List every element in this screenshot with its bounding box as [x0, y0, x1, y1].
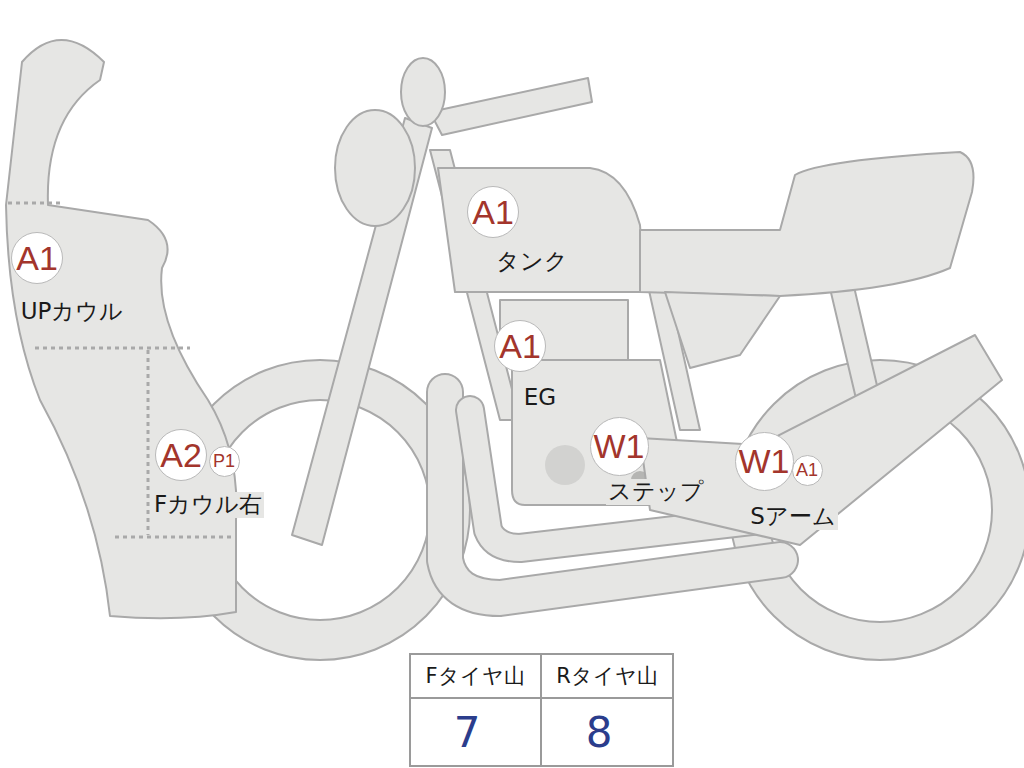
tread-table: [410, 654, 673, 766]
damage-code: A1: [499, 329, 541, 363]
damage-code-circle: W1: [735, 432, 794, 491]
damage-code-circle: A1: [11, 232, 63, 284]
damage-code: W1: [739, 444, 790, 478]
damage-code-circle: A1: [494, 320, 546, 372]
part-name: EG: [522, 385, 558, 410]
part-name: UPカウル: [19, 299, 126, 324]
damage-code-circle: A2: [155, 429, 207, 481]
damage-code-circle: A1: [467, 186, 519, 238]
table-header: Rタイヤ山: [554, 665, 660, 688]
part-name: Sアーム: [748, 504, 838, 529]
part-name: Fカウル右: [152, 492, 264, 517]
damage-code: A2: [160, 438, 202, 472]
tread-value: 8: [584, 710, 615, 756]
damage-code: A1: [472, 195, 514, 229]
tread-value: 7: [452, 710, 483, 756]
damage-code: A1: [16, 241, 58, 275]
damage-code: A1: [796, 461, 818, 479]
part-name: ステップ: [606, 479, 706, 504]
damage-code-circle: P1: [209, 446, 240, 477]
damage-code-circle: A1: [792, 455, 823, 486]
damage-code: P1: [213, 452, 235, 470]
table-header: Fタイヤ山: [423, 665, 526, 688]
part-name: タンク: [494, 249, 570, 274]
damage-code-circle: W1: [590, 417, 649, 476]
damage-code: W1: [594, 429, 645, 463]
